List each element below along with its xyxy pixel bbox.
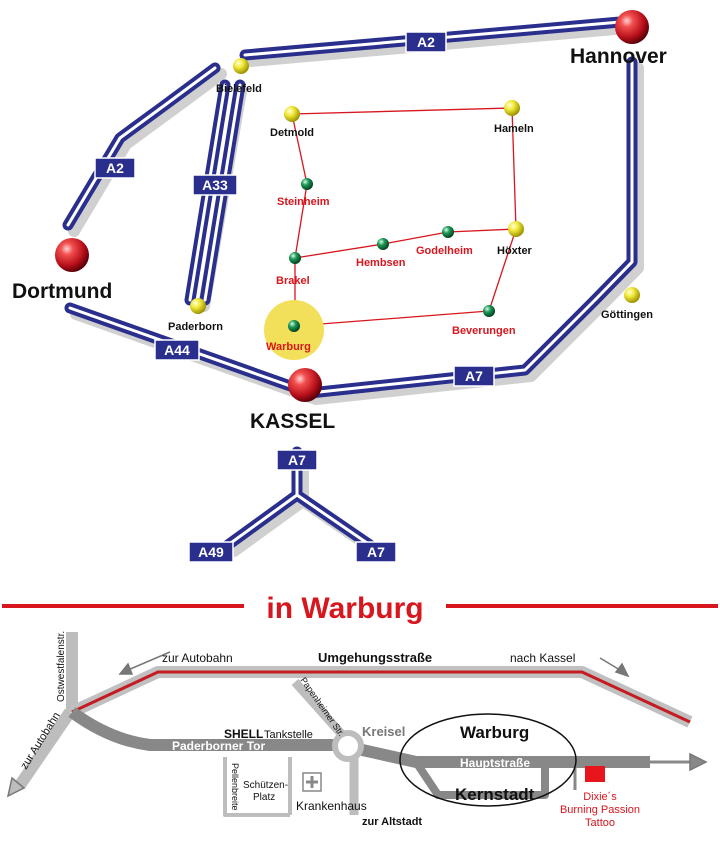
label-tankstelle: Tankstelle bbox=[264, 729, 313, 741]
divider-title: in Warburg bbox=[266, 592, 423, 625]
route-lines bbox=[291, 107, 517, 327]
kreisel-roundabout bbox=[332, 730, 364, 762]
warburg-town-outline bbox=[399, 713, 577, 807]
hannover-marker bbox=[615, 10, 649, 44]
label-steinheim: Steinheim bbox=[277, 196, 330, 208]
label-paderborner-tor: Paderborner Tor bbox=[172, 739, 265, 753]
label-hannover: Hannover bbox=[570, 45, 667, 68]
godelheim-marker bbox=[442, 226, 454, 238]
kassel-marker bbox=[288, 368, 322, 402]
shop-name-line3: Tattoo bbox=[585, 817, 615, 829]
bielefeld-marker bbox=[233, 58, 249, 74]
label-hoexter: Höxter bbox=[497, 245, 533, 257]
arrow-head-kassel bbox=[614, 662, 630, 678]
hospital-cross-icon bbox=[306, 776, 318, 788]
arrow-head-autobahn-top bbox=[118, 662, 134, 675]
label-umgehungsstrasse: Umgehungsstraße bbox=[318, 650, 432, 665]
hoexter-marker bbox=[508, 221, 524, 237]
sign-a49: A49 bbox=[198, 544, 224, 560]
shop-name-line1: Dixie´s bbox=[583, 791, 617, 803]
label-nach-kassel: nach Kassel bbox=[510, 651, 575, 665]
beverungen-marker bbox=[483, 305, 495, 317]
sign-a44: A44 bbox=[164, 342, 190, 358]
label-zur-autobahn-top: zur Autobahn bbox=[162, 651, 233, 665]
label-brakel: Brakel bbox=[276, 275, 310, 287]
label-hembsen: Hembsen bbox=[356, 257, 406, 269]
label-bielefeld: Bielefeld bbox=[216, 83, 262, 95]
hembsen-marker bbox=[377, 238, 389, 250]
sign-a33: A33 bbox=[202, 177, 228, 193]
steinheim-marker bbox=[301, 178, 313, 190]
label-kernstadt: Kernstadt bbox=[455, 785, 535, 804]
major-city-markers bbox=[55, 10, 649, 402]
sign-a7-south: A7 bbox=[288, 452, 306, 468]
label-hauptstrasse: Hauptstraße bbox=[460, 756, 530, 770]
sign-a7-branch: A7 bbox=[367, 544, 385, 560]
shop-name-line2: Burning Passion bbox=[560, 804, 640, 816]
highway-signs: A2 A2 A33 A44 A7 A7 A49 A7 bbox=[94, 31, 495, 563]
sign-a7-right: A7 bbox=[465, 368, 483, 384]
label-krankenhaus: Krankenhaus bbox=[296, 799, 367, 813]
label-paderborn: Paderborn bbox=[168, 321, 223, 333]
label-schuetzen-2: Platz bbox=[253, 792, 275, 803]
paderborn-marker bbox=[190, 298, 206, 314]
dortmund-marker bbox=[55, 238, 89, 272]
label-goettingen: Göttingen bbox=[601, 309, 653, 321]
arrow-head-east bbox=[689, 752, 708, 772]
goettingen-marker bbox=[624, 287, 640, 303]
label-hameln: Hameln bbox=[494, 123, 534, 135]
route-town-markers bbox=[288, 178, 495, 332]
label-kreisel: Kreisel bbox=[362, 724, 405, 739]
sign-a2-top: A2 bbox=[417, 34, 435, 50]
label-beverungen: Beverungen bbox=[452, 325, 516, 337]
hameln-marker bbox=[504, 100, 520, 116]
label-zur-altstadt: zur Altstadt bbox=[362, 816, 422, 828]
label-kassel: KASSEL bbox=[250, 410, 335, 433]
town-roads bbox=[15, 632, 693, 817]
arrow-head-autobahn-left bbox=[6, 776, 26, 798]
highway-network bbox=[62, 16, 644, 557]
brakel-marker bbox=[289, 252, 301, 264]
label-warburg: Warburg bbox=[266, 341, 311, 353]
sign-a2-left: A2 bbox=[106, 160, 124, 176]
label-dortmund: Dortmund bbox=[12, 280, 112, 303]
detmold-marker bbox=[284, 106, 300, 122]
label-godelheim: Godelheim bbox=[416, 245, 473, 257]
label-shell: SHELL bbox=[224, 727, 263, 741]
tattoo-shop-marker bbox=[585, 766, 605, 782]
minor-city-markers bbox=[190, 58, 640, 314]
label-ostwestfalen: Ostwestfalenstr. bbox=[56, 631, 67, 702]
section-divider: in Warburg bbox=[2, 592, 718, 625]
label-warburg-town: Warburg bbox=[460, 723, 529, 742]
label-schuetzen-1: Schützen- bbox=[243, 780, 288, 791]
label-detmold: Detmold bbox=[270, 127, 314, 139]
direction-arrows bbox=[6, 651, 708, 798]
label-pellenbreite: Pellenbreite bbox=[230, 763, 240, 811]
warburg-marker bbox=[288, 320, 300, 332]
